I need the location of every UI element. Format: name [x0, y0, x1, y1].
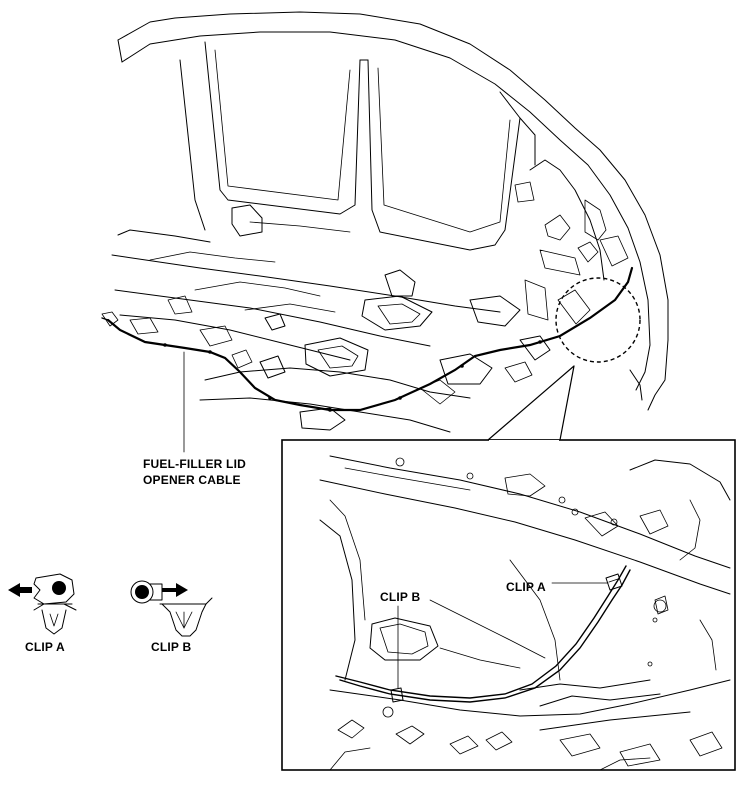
clip-a-detail-marker	[605, 573, 623, 591]
opener-cable-main	[101, 266, 634, 412]
clip-b-detail-marker	[390, 687, 404, 703]
clip-a-detail-label: CLIP A	[506, 580, 546, 594]
clip-b-legend-icon	[130, 580, 213, 637]
opener-cable-detail	[335, 565, 631, 703]
detail-inset: CLIP A CLIP B	[281, 439, 736, 771]
cable-label-line-2: OPENER CABLE	[143, 473, 241, 487]
detail-callout-wedge	[487, 365, 575, 441]
detail-body-illustration	[319, 455, 731, 771]
clip-a-legend-icon	[8, 573, 77, 635]
clip-b-detail-label: CLIP B	[380, 590, 420, 604]
clip-a-legend-label: CLIP A	[25, 640, 65, 654]
clip-b-legend-label: CLIP B	[151, 640, 191, 654]
vehicle-body-illustration	[111, 11, 669, 433]
cable-label-line-1: FUEL-FILLER LID	[143, 457, 246, 471]
detail-zoom-circle	[555, 277, 641, 363]
